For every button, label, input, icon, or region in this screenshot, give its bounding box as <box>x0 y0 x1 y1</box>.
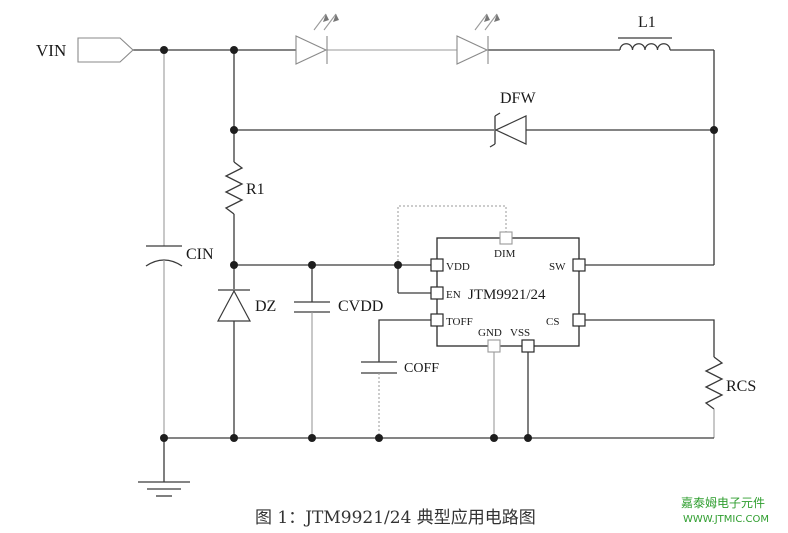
watermark-line1: 嘉泰姆电子元件 <box>681 496 765 510</box>
zener-dz: DZ <box>217 265 276 438</box>
pin-gnd <box>487 339 501 353</box>
ground-symbol <box>138 481 190 497</box>
pin-dim <box>499 231 513 245</box>
pin-vss <box>521 339 535 353</box>
pin-gnd-label: GND <box>478 327 502 339</box>
pin-cs <box>572 313 586 327</box>
pin-toff-label: TOFF <box>446 316 473 328</box>
pin-vss-label: VSS <box>510 327 530 339</box>
junction-dots <box>160 46 718 442</box>
pin-dim-label: DIM <box>494 248 516 260</box>
top-rail <box>133 49 715 265</box>
ic-part-number: JTM9921/24 <box>468 287 546 303</box>
figure-caption: 图 1：JTM9921/24 典型应用电路图 <box>255 508 536 528</box>
pin-sw <box>572 258 586 272</box>
pin-toff <box>430 313 444 327</box>
l1-label: L1 <box>638 14 656 31</box>
r1-label: R1 <box>246 181 265 198</box>
vin-label: VIN <box>36 41 66 60</box>
diode-dfw: DFW <box>489 90 536 148</box>
inductor-l1: L1 <box>618 14 672 51</box>
capacitor-cin: CIN <box>145 50 214 438</box>
watermark-line2: WWW.JTMIC.COM <box>683 514 769 525</box>
pin-sw-label: SW <box>549 261 566 273</box>
capacitor-cvdd: CVDD <box>294 265 383 438</box>
pin-cs-label: CS <box>546 316 559 328</box>
pin-vdd <box>430 258 444 272</box>
pin-en <box>430 286 444 300</box>
freewheel-diode-row <box>233 50 714 131</box>
bottom-rail <box>163 437 714 482</box>
resistor-rcs: RCS <box>585 319 756 438</box>
led-1 <box>295 13 339 65</box>
pin-vdd-label: VDD <box>446 261 470 273</box>
led-2 <box>456 13 500 65</box>
dfw-label: DFW <box>500 90 536 107</box>
vin-terminal: VIN <box>36 37 134 63</box>
resistor-r1: R1 <box>224 130 265 265</box>
ic-jtm9921: VDD EN TOFF DIM SW CS GND VSS JTM9921/24 <box>430 231 586 353</box>
dz-label: DZ <box>255 298 276 315</box>
cin-label: CIN <box>186 246 214 263</box>
coff-label: COFF <box>404 361 439 376</box>
pin-en-label: EN <box>446 289 461 301</box>
rcs-label: RCS <box>726 378 756 395</box>
capacitor-coff: COFF <box>361 319 439 438</box>
cvdd-label: CVDD <box>338 298 383 315</box>
